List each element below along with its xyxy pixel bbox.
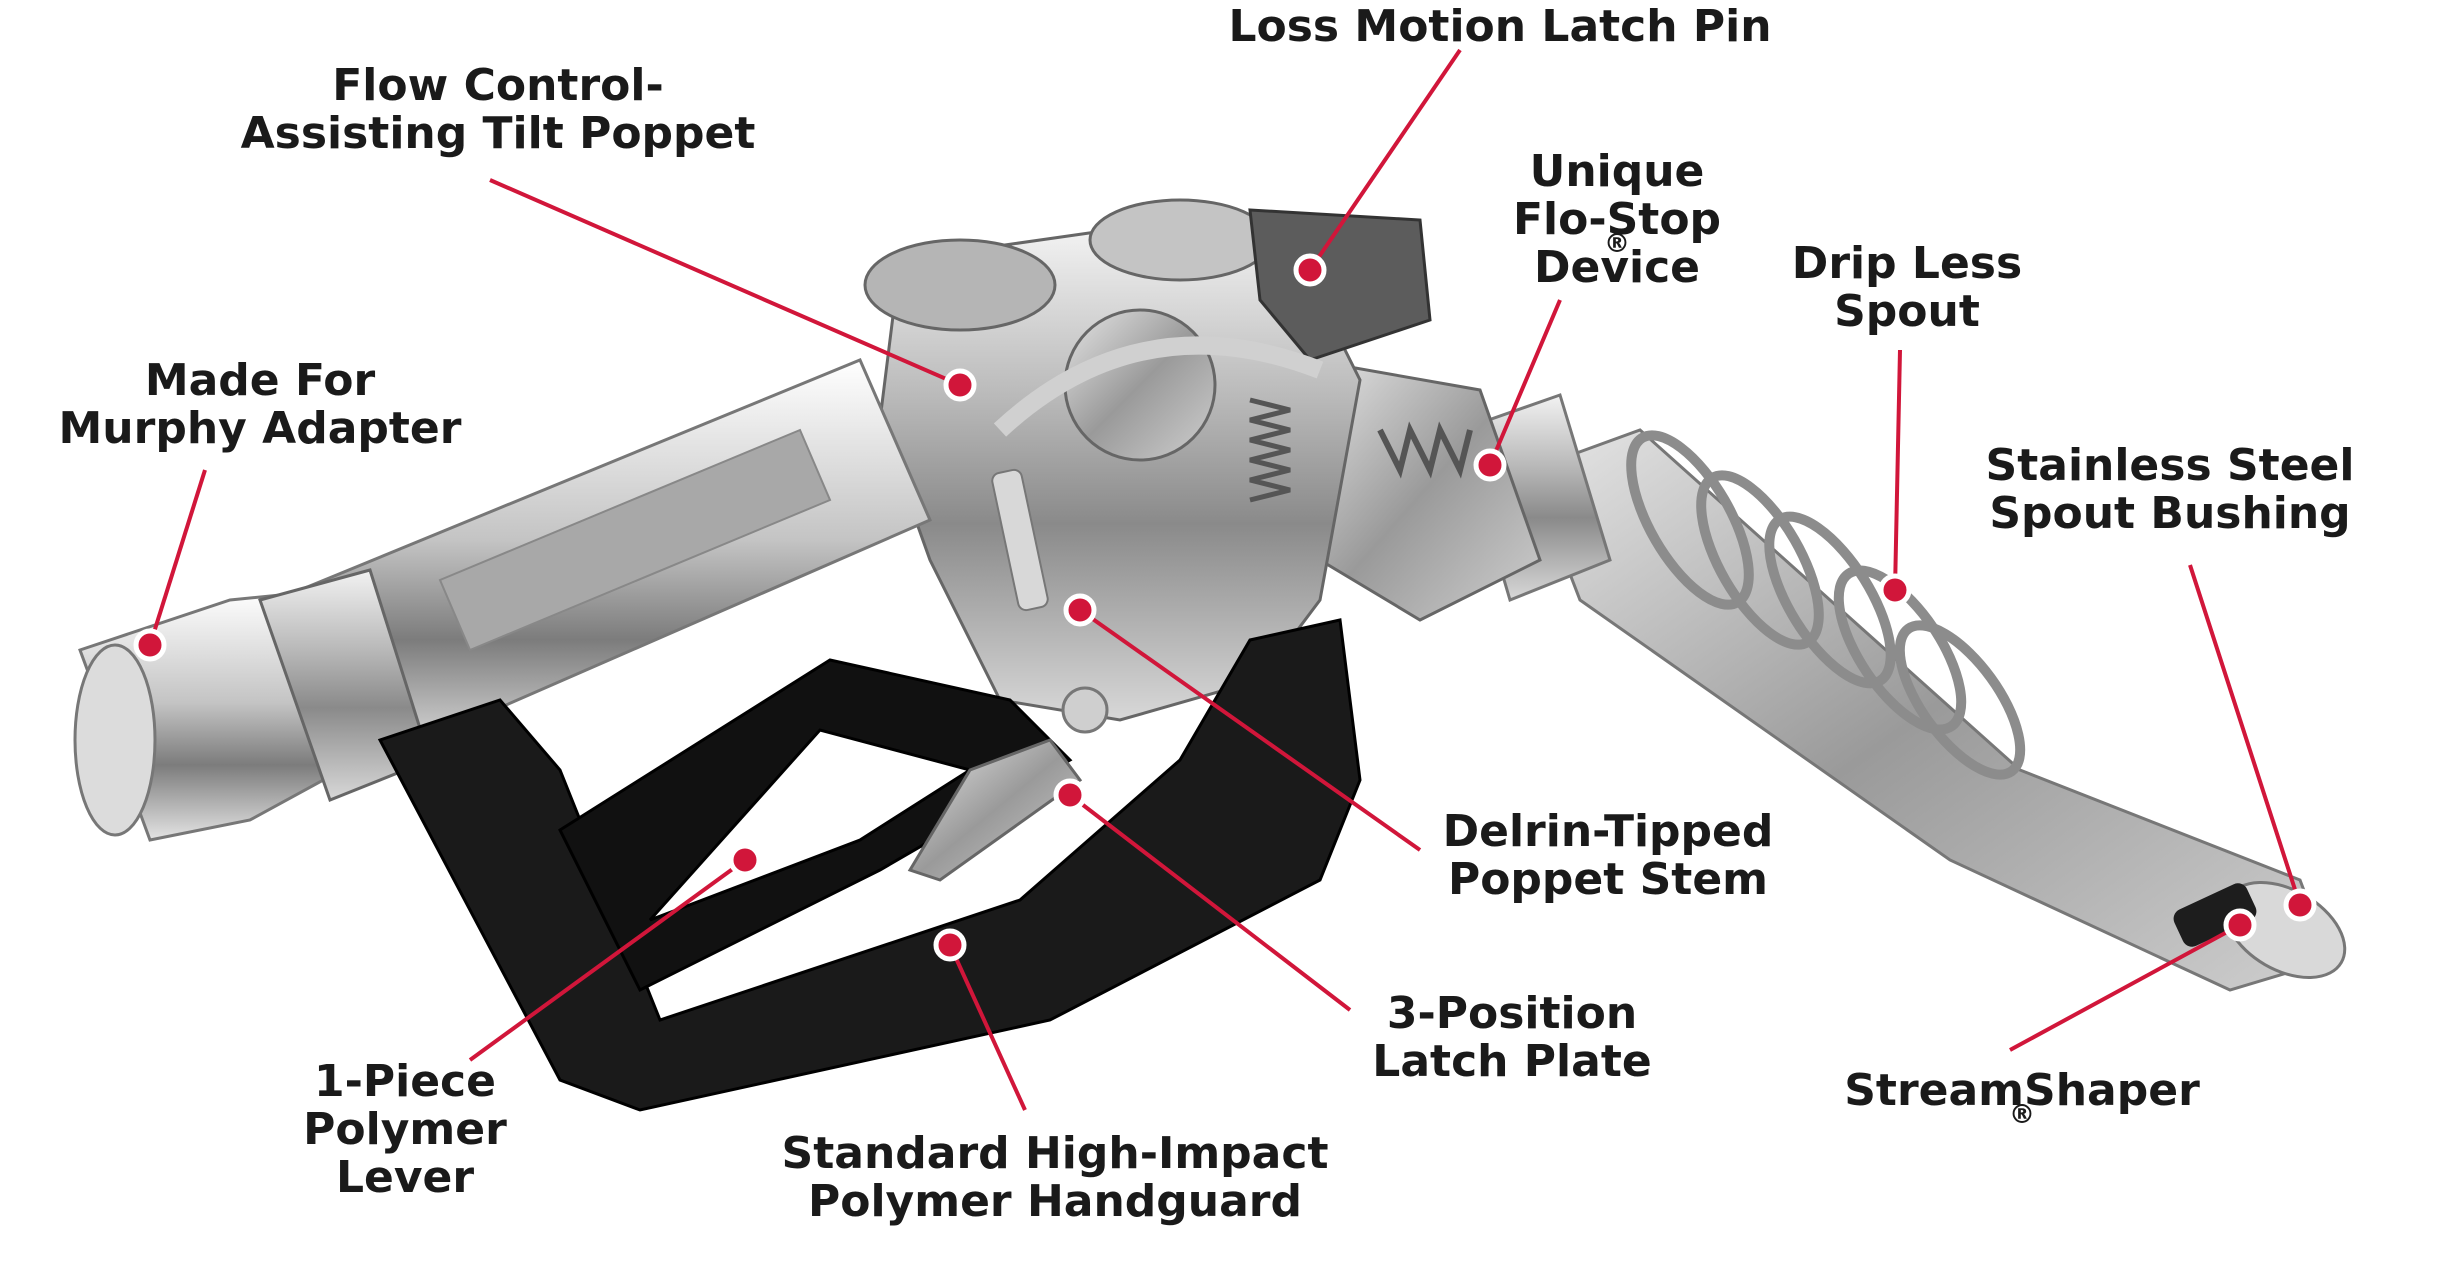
label-streamshaper: StreamShaper® xyxy=(1844,1065,2200,1130)
callout-line-delrin xyxy=(1078,608,1422,852)
label-flow-control-poppet: Flow Control- Assisting Tilt Poppet xyxy=(240,60,756,159)
callout-line-flo-stop xyxy=(1488,299,1562,466)
poppet-stem xyxy=(991,468,1049,612)
callout-line-stainless xyxy=(2188,564,2302,906)
callout-dot-drip-less xyxy=(1878,573,1912,607)
callout-dot-handguard xyxy=(933,928,967,962)
murphy-adapter xyxy=(73,568,432,842)
label-delrin-poppet-stem: Delrin-Tipped Poppet Stem xyxy=(1442,806,1774,905)
callout-line-loss-motion xyxy=(1308,48,1462,272)
label-stainless-spout-bushing: Stainless Steel Spout Bushing xyxy=(1985,440,2355,539)
valve-disc xyxy=(1063,308,1217,462)
callout-dot-flow-control xyxy=(943,368,977,402)
label-polymer-handguard: Standard High-Impact Polymer Handguard xyxy=(781,1128,1329,1227)
callout-dot-streamshaper xyxy=(2223,908,2257,942)
latch-plate xyxy=(907,738,1083,882)
callout-dot-loss-motion xyxy=(1293,253,1327,287)
label-drip-less-spout: Drip Less Spout xyxy=(1791,238,2023,337)
callout-dot-latch-plate xyxy=(1053,778,1087,812)
latch-pin-housing xyxy=(1248,208,1432,362)
callout-dot-lever xyxy=(728,843,762,877)
label-flo-stop-device: Unique Flo-Stop® Device xyxy=(1512,146,1722,293)
label-loss-motion-latch-pin: Loss Motion Latch Pin xyxy=(1228,1,1772,52)
label-murphy-adapter: Made For Murphy Adapter xyxy=(58,355,462,454)
label-3-position-latch-plate: 3-Position Latch Plate xyxy=(1372,988,1652,1087)
body-pivot xyxy=(1061,686,1109,734)
callout-dot-delrin xyxy=(1063,593,1097,627)
flo-stop-spring xyxy=(1377,421,1473,479)
tilt-poppet-cap xyxy=(863,238,1057,332)
callout-line-flow-control xyxy=(489,178,961,387)
callout-line-drip-less xyxy=(1893,349,1902,591)
callout-line-handguard xyxy=(948,944,1027,1111)
handle-cutaway xyxy=(438,428,832,652)
callout-line-streamshaper xyxy=(2009,923,2241,1052)
callout-line-latch-plate xyxy=(1068,793,1352,1012)
callout-dot-stainless xyxy=(2283,888,2317,922)
callout-dot-flo-stop xyxy=(1473,448,1507,482)
polymer-handguard xyxy=(377,618,1362,1112)
body-spring xyxy=(1249,397,1291,503)
callout-dot-murphy xyxy=(133,628,167,662)
body-cutaway-arc xyxy=(993,336,1324,437)
drip-less-spout xyxy=(1528,428,2332,992)
label-polymer-lever: 1-Piece Polymer Lever xyxy=(303,1056,507,1203)
callout-line-lever xyxy=(468,858,747,1062)
callout-line-murphy xyxy=(148,469,207,646)
body-top-boss xyxy=(1088,198,1272,282)
